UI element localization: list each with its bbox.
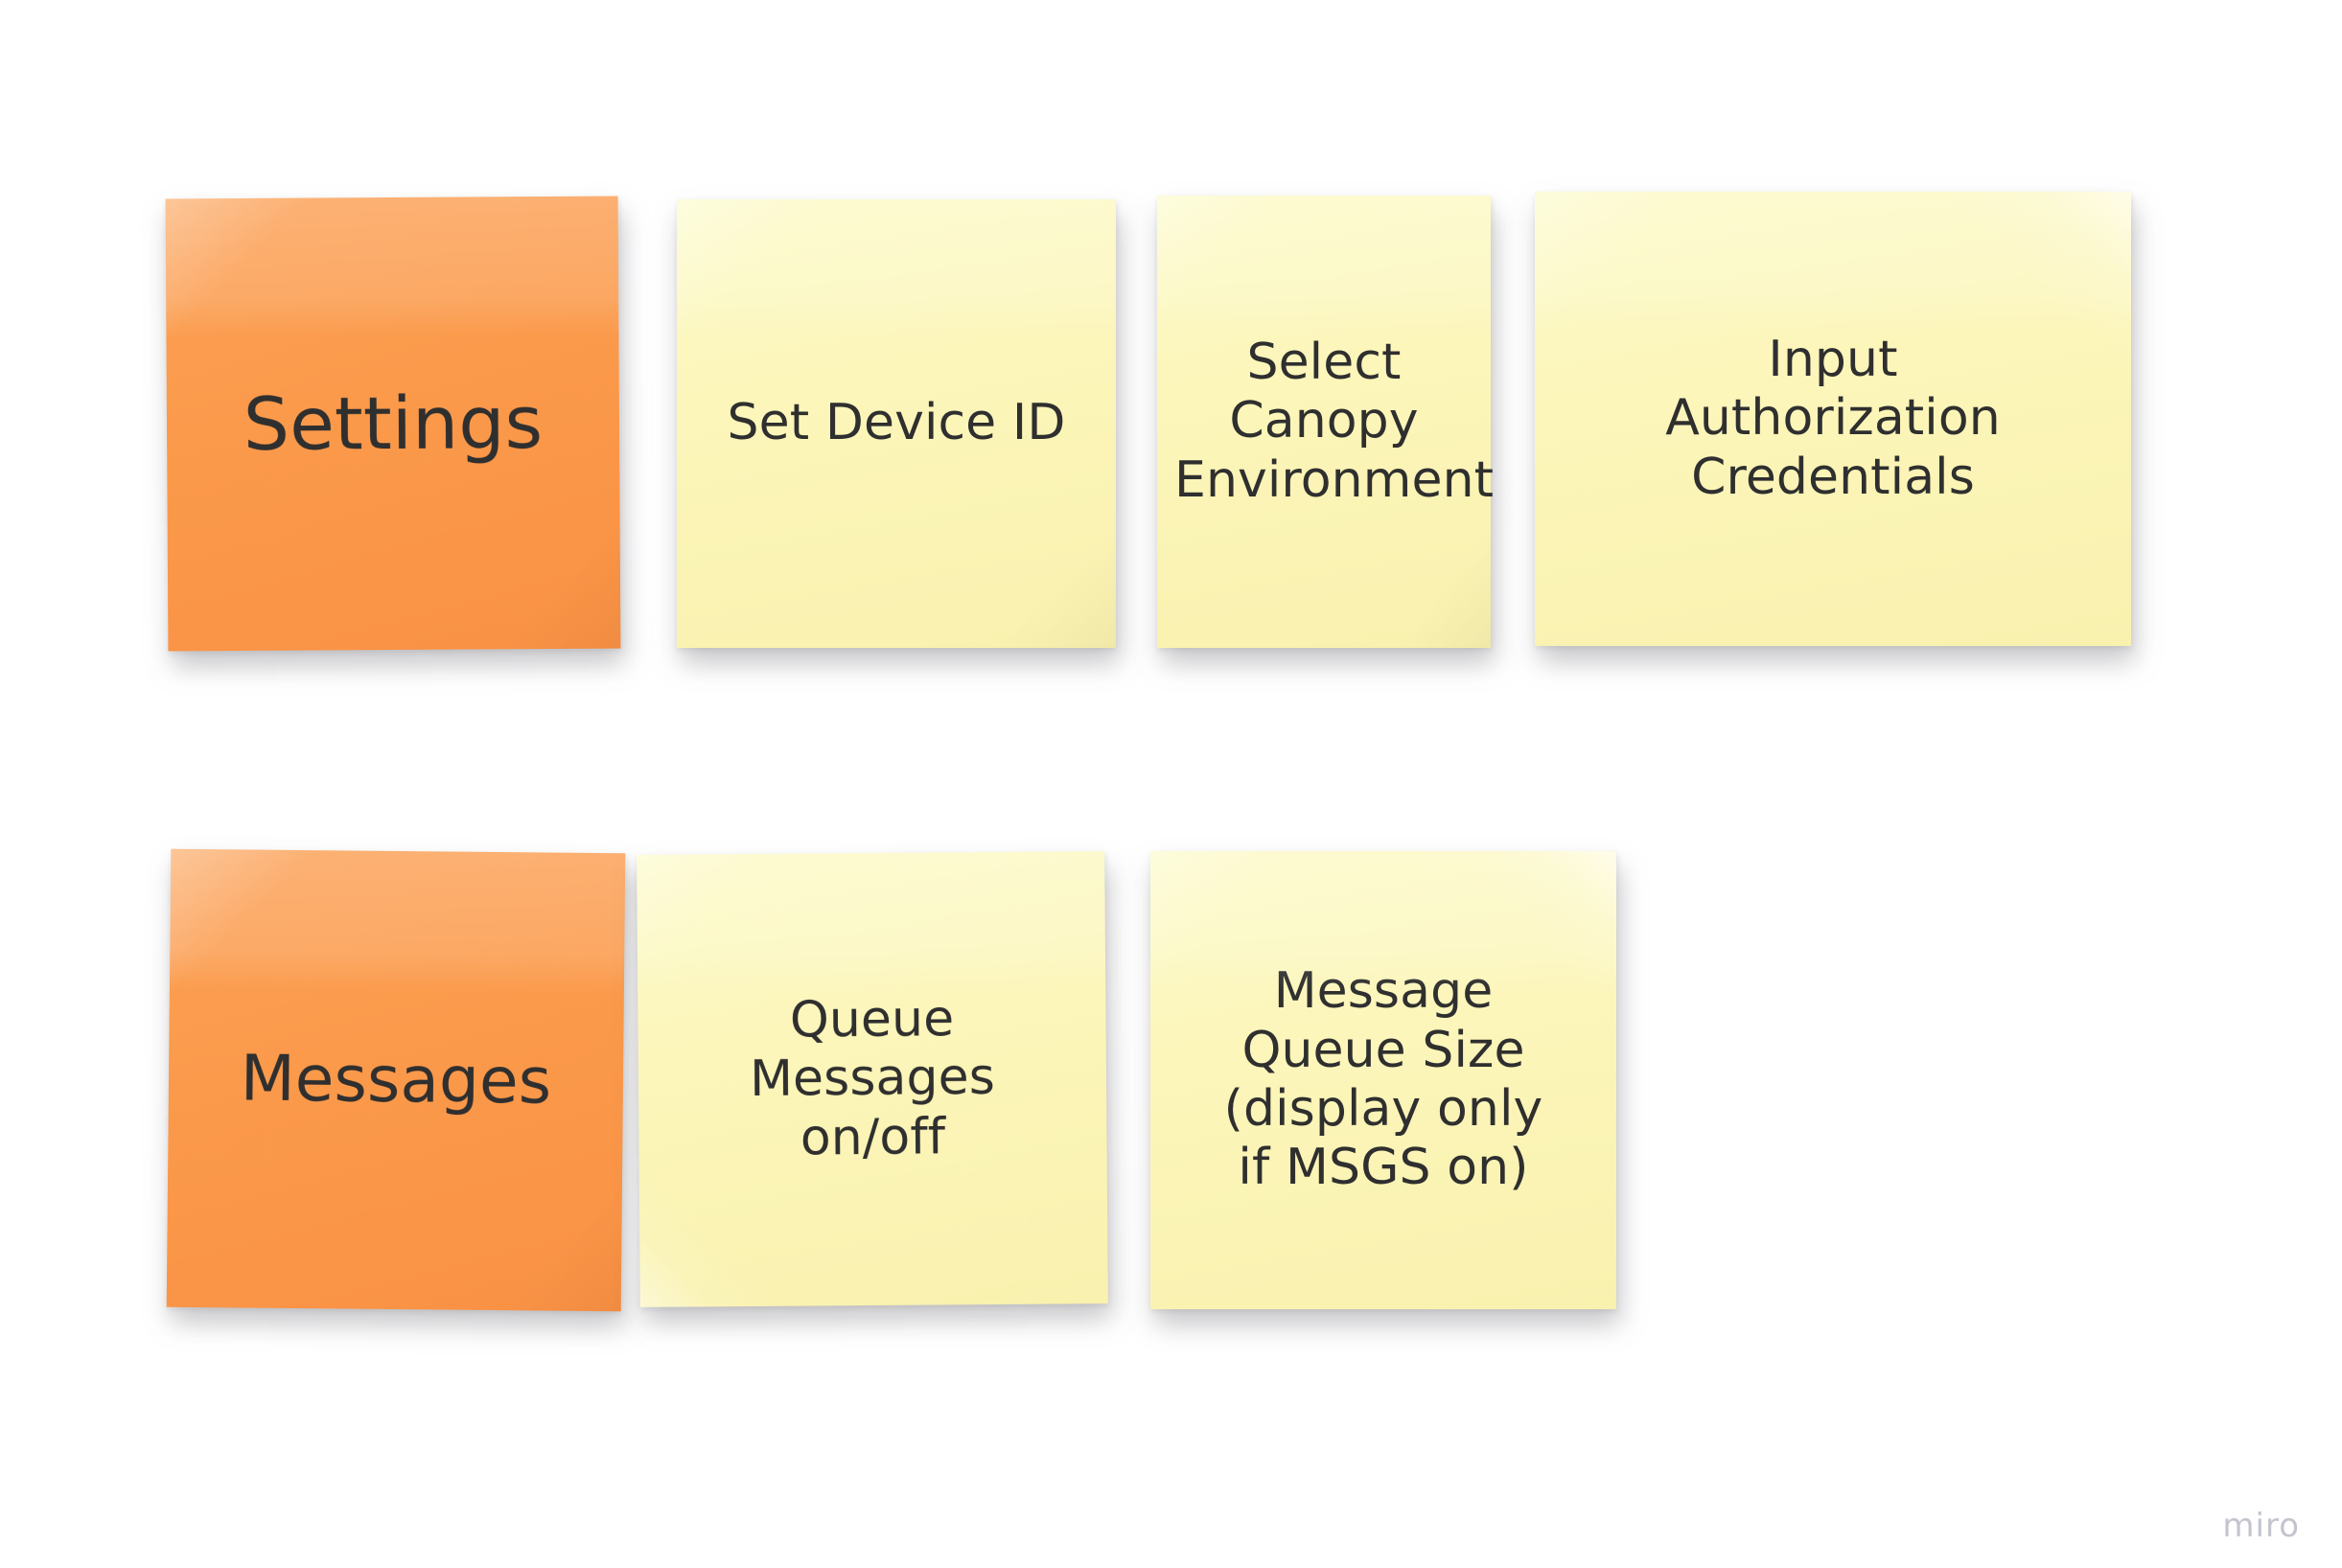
sticky-note-settings-text: Settings xyxy=(243,380,544,468)
sticky-note-input-authorization-credentials-text: Input Authorization Credentials xyxy=(1665,330,2001,506)
sticky-note-queue-messages-on-off[interactable]: Queue Messages on/off xyxy=(637,851,1108,1307)
sticky-note-messages-text: Messages xyxy=(240,1041,552,1118)
sticky-note-select-canopy-environment[interactable]: Select Canopy Environment xyxy=(1157,196,1495,648)
sticky-note-select-canopy-environment-text: Select Canopy Environment xyxy=(1174,333,1495,509)
sticky-note-set-device-id[interactable]: Set Device ID xyxy=(677,199,1116,648)
sticky-note-set-device-id-text: Set Device ID xyxy=(727,394,1066,452)
sticky-note-settings[interactable]: Settings xyxy=(165,196,621,652)
sticky-note-messages[interactable]: Messages xyxy=(166,848,626,1312)
miro-watermark: miro xyxy=(2222,1507,2300,1545)
sticky-note-message-queue-size[interactable]: Message Queue Size (display only if MSGS… xyxy=(1150,851,1616,1309)
sticky-note-input-authorization-credentials[interactable]: Input Authorization Credentials xyxy=(1535,192,2131,646)
sticky-note-message-queue-size-text: Message Queue Size (display only if MSGS… xyxy=(1223,962,1543,1197)
sticky-note-queue-messages-on-off-text: Queue Messages on/off xyxy=(749,990,996,1167)
